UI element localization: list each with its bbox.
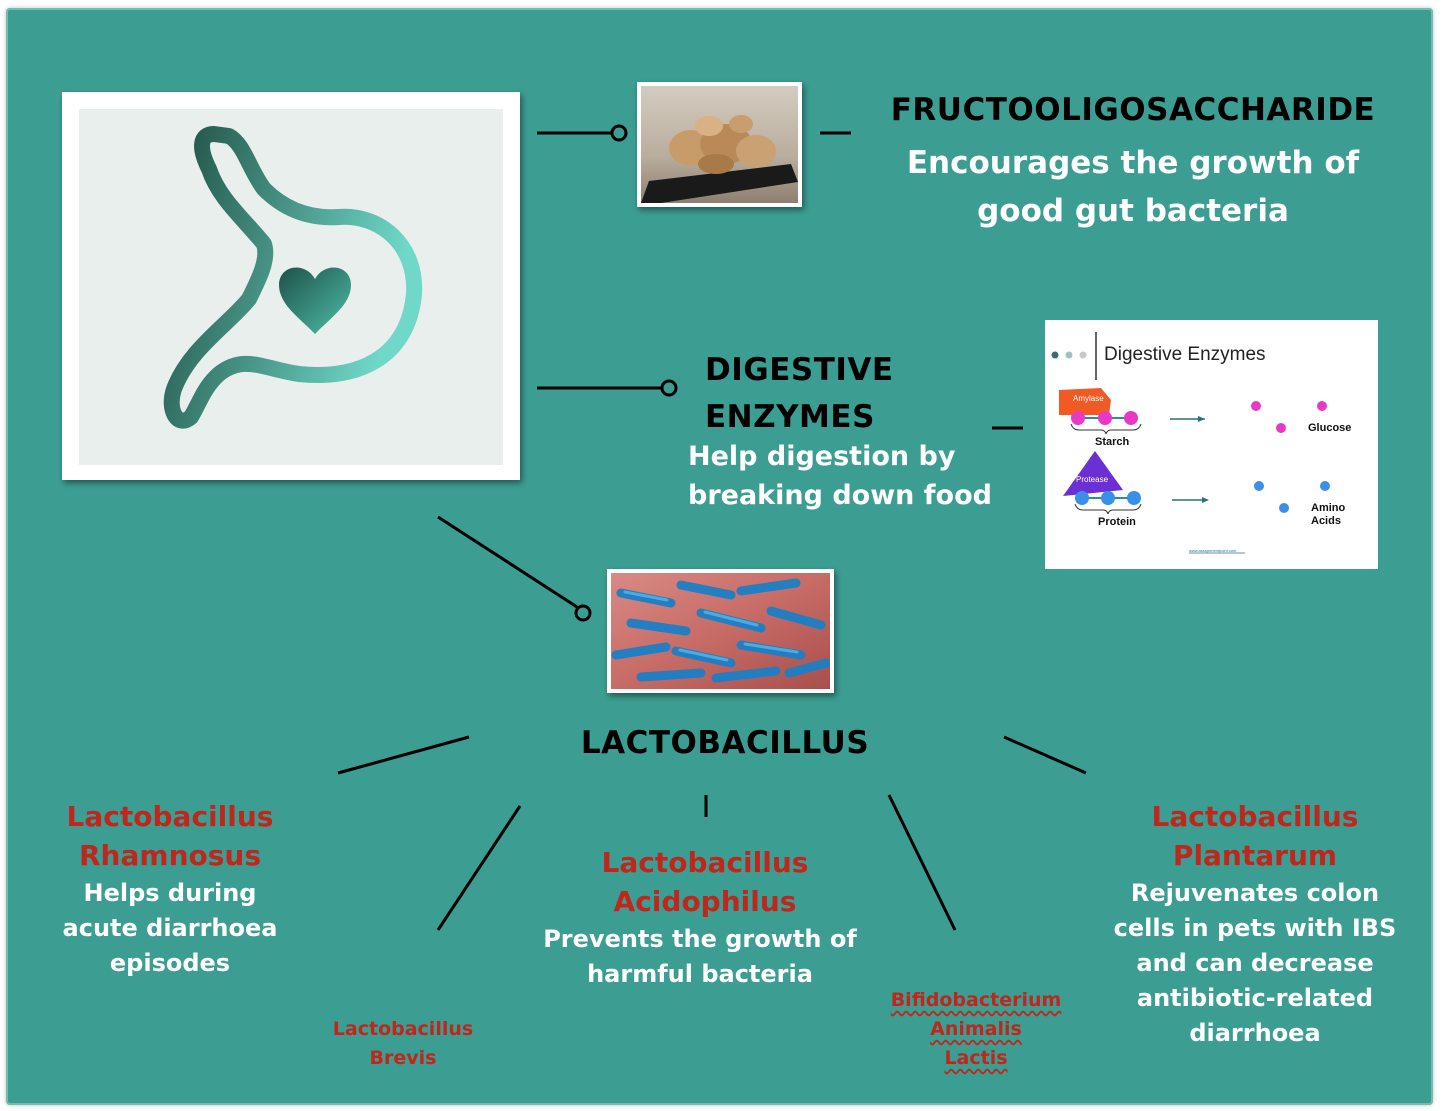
jerusalem-artichoke-photo <box>637 82 802 207</box>
brevis-name: Lactobacillus Brevis <box>313 1015 493 1073</box>
fructo-description: Encourages the growth of good gut bacter… <box>866 139 1400 235</box>
rhamnosus-description: Helps during acute diarrhoea episodes <box>40 876 300 981</box>
amylase-label: Amylase <box>1073 394 1104 403</box>
bifido-name-line: Bifidobacterium <box>890 989 1062 1011</box>
connector-rhamnosus <box>337 735 470 775</box>
rhamnosus-desc-line: Helps during <box>83 879 257 907</box>
connector-brevis <box>436 805 522 931</box>
protease-label: Protease <box>1076 475 1109 484</box>
connector-node-fructo <box>610 124 628 142</box>
rhamnosus-desc-line: acute diarrhoea <box>62 914 278 942</box>
plantarum-description: Rejuvenates colon cells in pets with IBS… <box>1100 876 1410 1051</box>
plantarum-desc-line: and can decrease <box>1136 949 1374 977</box>
stomach-photo-frame <box>62 92 520 480</box>
starch-label: Starch <box>1095 436 1130 448</box>
lacto-title: LACTOBACILLUS <box>580 725 870 761</box>
brevis-name-line: Brevis <box>369 1047 437 1069</box>
plantarum-desc-line: cells in pets with IBS <box>1113 914 1397 942</box>
bifido-name: Bifidobacterium Animalis Lactis <box>876 986 1076 1073</box>
brevis-name-line: Lactobacillus <box>332 1018 474 1040</box>
acidophilus-name: Lactobacillus Acidophilus <box>555 843 855 921</box>
amino-line: Acids <box>1311 515 1341 527</box>
enzymes-desc-line: breaking down food <box>688 480 992 511</box>
enzymes-title-line: DIGESTIVE <box>705 352 894 388</box>
fructo-title: FRUCTOOLIGOSACCHARIDE <box>890 92 1376 128</box>
rhamnosus-desc-line: episodes <box>109 949 231 977</box>
enzymes-slide: Digestive Enzymes Amylase Starch Glucose… <box>1045 320 1378 569</box>
slide-url: www.assignmentpoint.com <box>1189 548 1237 553</box>
fructo-desc-line: good gut bacteria <box>977 193 1289 229</box>
acidophilus-name-line: Acidophilus <box>613 885 797 918</box>
acidophilus-name-line: Lactobacillus <box>601 846 809 879</box>
enzymes-description: Help digestion by breaking down food <box>688 437 992 515</box>
bifido-name-line: Lactis <box>944 1047 1008 1069</box>
rhamnosus-name-line: Lactobacillus <box>66 800 274 833</box>
enzymes-desc-line: Help digestion by <box>688 441 956 472</box>
glucose-label: Glucose <box>1308 422 1352 434</box>
connector-node-enzymes <box>660 379 678 397</box>
enzymes-title-line: ENZYMES <box>705 399 875 435</box>
stomach-icon <box>79 109 503 465</box>
rhamnosus-name-line: Rhamnosus <box>79 839 261 872</box>
enzymes-title: DIGESTIVE ENZYMES <box>705 347 894 441</box>
acidophilus-desc-line: harmful bacteria <box>587 960 813 988</box>
enzymes-slide-title: Digestive Enzymes <box>1104 344 1266 365</box>
amino-line: Amino <box>1311 502 1346 514</box>
rhamnosus-name: Lactobacillus Rhamnosus <box>40 797 300 875</box>
connector-bifido <box>887 794 957 931</box>
acidophilus-desc-line: Prevents the growth of <box>543 925 857 953</box>
fructo-desc-line: Encourages the growth of <box>906 145 1360 181</box>
plantarum-name-line: Lactobacillus <box>1151 800 1359 833</box>
protein-label: Protein <box>1098 516 1136 528</box>
plantarum-desc-line: Rejuvenates colon <box>1130 879 1380 907</box>
plantarum-desc-line: diarrhoea <box>1189 1019 1321 1047</box>
plantarum-name-line: Plantarum <box>1172 839 1338 872</box>
connector-plantarum <box>1003 735 1087 775</box>
bacteria-photo <box>607 569 834 693</box>
amino-acids-label: Amino Acids <box>1311 502 1345 528</box>
bifido-name-line: Animalis <box>930 1018 1022 1040</box>
plantarum-name: Lactobacillus Plantarum <box>1105 797 1405 875</box>
connector-node-lacto <box>574 604 592 622</box>
acidophilus-description: Prevents the growth of harmful bacteria <box>530 922 870 992</box>
plantarum-desc-line: antibiotic-related <box>1136 984 1374 1012</box>
connector-lacto <box>437 515 578 609</box>
